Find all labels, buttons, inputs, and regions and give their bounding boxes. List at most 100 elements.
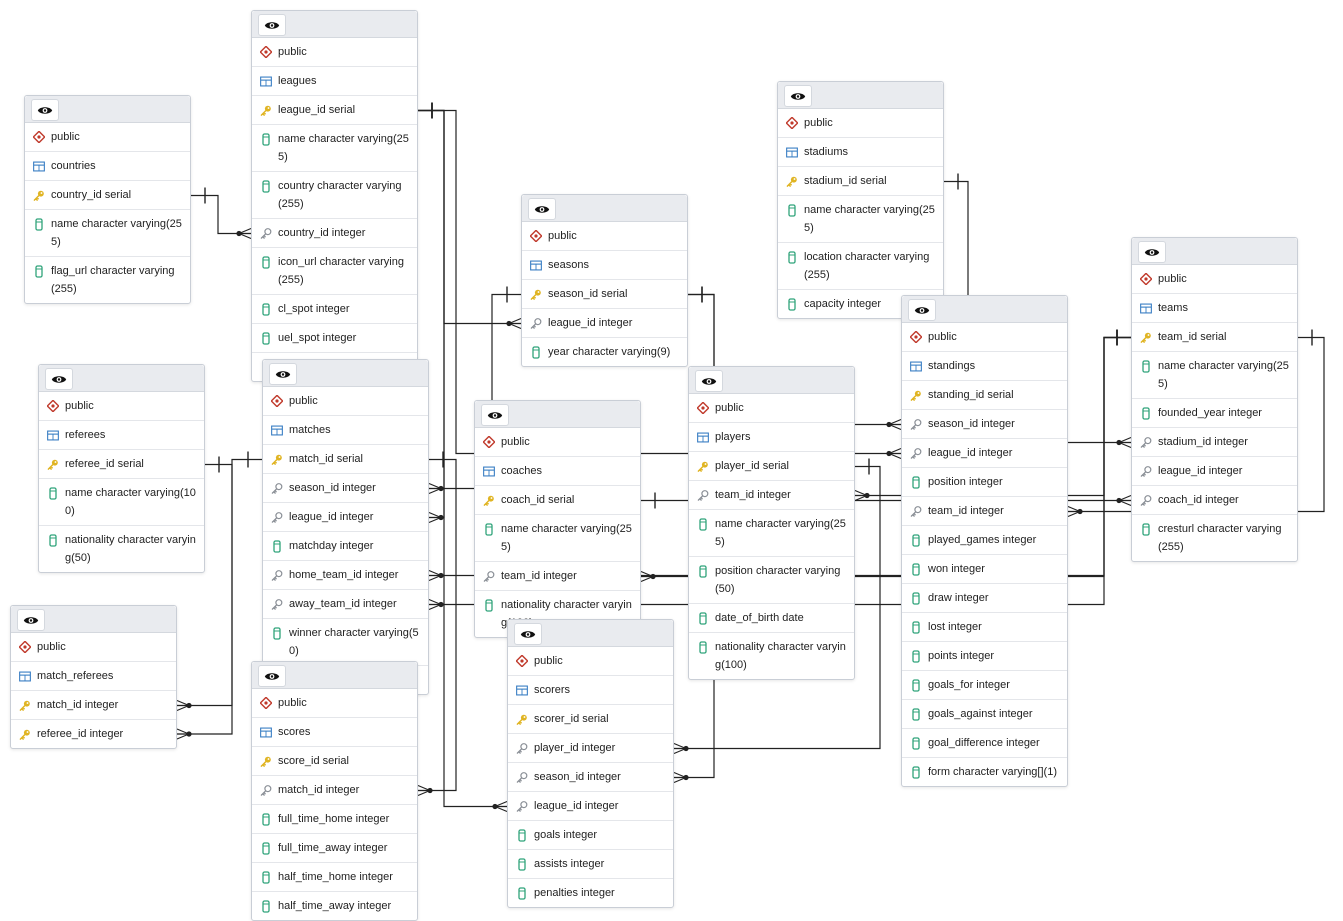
column-row[interactable]: uel_spot integer xyxy=(252,324,417,353)
schema-row[interactable]: public xyxy=(508,647,673,676)
column-row[interactable]: league_id integer xyxy=(263,503,428,532)
column-row[interactable]: league_id integer xyxy=(1132,457,1297,486)
column-row[interactable]: score_id serial xyxy=(252,747,417,776)
schema-row[interactable]: public xyxy=(522,222,687,251)
schema-row[interactable]: public xyxy=(25,123,190,152)
table-name-row[interactable]: teams xyxy=(1132,294,1297,323)
table-name-row[interactable]: scores xyxy=(252,718,417,747)
column-row[interactable]: country_id integer xyxy=(252,219,417,248)
column-row[interactable]: draw integer xyxy=(902,584,1067,613)
column-row[interactable]: coach_id integer xyxy=(1132,486,1297,515)
table-name-row[interactable]: seasons xyxy=(522,251,687,280)
column-row[interactable]: player_id serial xyxy=(689,452,854,481)
column-row[interactable]: name character varying(255) xyxy=(689,510,854,557)
column-row[interactable]: name character varying(100) xyxy=(39,479,204,526)
column-row[interactable]: cresturl character varying(255) xyxy=(1132,515,1297,561)
table-name-row[interactable]: standings xyxy=(902,352,1067,381)
schema-row[interactable]: public xyxy=(11,633,176,662)
column-row[interactable]: stadium_id serial xyxy=(778,167,943,196)
column-row[interactable]: home_team_id integer xyxy=(263,561,428,590)
table-name-row[interactable]: scorers xyxy=(508,676,673,705)
column-row[interactable]: coach_id serial xyxy=(475,486,640,515)
column-row[interactable]: goals_against integer xyxy=(902,700,1067,729)
column-row[interactable]: league_id integer xyxy=(522,309,687,338)
eye-icon[interactable] xyxy=(784,85,812,107)
column-row[interactable]: nationality character varying(100) xyxy=(689,633,854,679)
column-row[interactable]: referee_id integer xyxy=(11,720,176,748)
column-row[interactable]: position integer xyxy=(902,468,1067,497)
column-row[interactable]: team_id integer xyxy=(689,481,854,510)
schema-row[interactable]: public xyxy=(1132,265,1297,294)
column-row[interactable]: player_id integer xyxy=(508,734,673,763)
schema-row[interactable]: public xyxy=(39,392,204,421)
schema-row[interactable]: public xyxy=(263,387,428,416)
column-row[interactable]: played_games integer xyxy=(902,526,1067,555)
column-row[interactable]: team_id integer xyxy=(902,497,1067,526)
column-row[interactable]: flag_url character varying(255) xyxy=(25,257,190,303)
column-row[interactable]: full_time_away integer xyxy=(252,834,417,863)
column-row[interactable]: team_id serial xyxy=(1132,323,1297,352)
column-row[interactable]: season_id integer xyxy=(508,763,673,792)
column-row[interactable]: season_id integer xyxy=(263,474,428,503)
eye-icon[interactable] xyxy=(45,368,73,390)
eye-icon[interactable] xyxy=(269,363,297,385)
column-row[interactable]: winner character varying(50) xyxy=(263,619,428,666)
column-row[interactable]: away_team_id integer xyxy=(263,590,428,619)
column-row[interactable]: cl_spot integer xyxy=(252,295,417,324)
column-row[interactable]: name character varying(255) xyxy=(25,210,190,257)
column-row[interactable]: half_time_home integer xyxy=(252,863,417,892)
column-row[interactable]: date_of_birth date xyxy=(689,604,854,633)
table-name-row[interactable]: stadiums xyxy=(778,138,943,167)
column-row[interactable]: match_id integer xyxy=(11,691,176,720)
column-row[interactable]: location character varying(255) xyxy=(778,243,943,290)
eye-icon[interactable] xyxy=(17,609,45,631)
column-row[interactable]: nationality character varying(50) xyxy=(39,526,204,572)
column-row[interactable]: founded_year integer xyxy=(1132,399,1297,428)
table-name-row[interactable]: match_referees xyxy=(11,662,176,691)
table-name-row[interactable]: coaches xyxy=(475,457,640,486)
eye-icon[interactable] xyxy=(481,404,509,426)
column-row[interactable]: standing_id serial xyxy=(902,381,1067,410)
eye-icon[interactable] xyxy=(514,623,542,645)
column-row[interactable]: league_id serial xyxy=(252,96,417,125)
table-name-row[interactable]: referees xyxy=(39,421,204,450)
column-row[interactable]: goals_for integer xyxy=(902,671,1067,700)
column-row[interactable]: name character varying(255) xyxy=(252,125,417,172)
eye-icon[interactable] xyxy=(528,198,556,220)
schema-row[interactable]: public xyxy=(689,394,854,423)
column-row[interactable]: icon_url character varying(255) xyxy=(252,248,417,295)
column-row[interactable]: name character varying(255) xyxy=(475,515,640,562)
table-name-row[interactable]: players xyxy=(689,423,854,452)
column-row[interactable]: year character varying(9) xyxy=(522,338,687,366)
column-row[interactable]: half_time_away integer xyxy=(252,892,417,920)
column-row[interactable]: name character varying(255) xyxy=(778,196,943,243)
column-row[interactable]: season_id serial xyxy=(522,280,687,309)
column-row[interactable]: scorer_id serial xyxy=(508,705,673,734)
eye-icon[interactable] xyxy=(695,370,723,392)
column-row[interactable]: country_id serial xyxy=(25,181,190,210)
column-row[interactable]: assists integer xyxy=(508,850,673,879)
column-row[interactable]: match_id integer xyxy=(252,776,417,805)
column-row[interactable]: name character varying(255) xyxy=(1132,352,1297,399)
column-row[interactable]: league_id integer xyxy=(902,439,1067,468)
eye-icon[interactable] xyxy=(1138,241,1166,263)
column-row[interactable]: lost integer xyxy=(902,613,1067,642)
eye-icon[interactable] xyxy=(258,665,286,687)
column-row[interactable]: points integer xyxy=(902,642,1067,671)
schema-row[interactable]: public xyxy=(475,428,640,457)
table-name-row[interactable]: countries xyxy=(25,152,190,181)
table-name-row[interactable]: matches xyxy=(263,416,428,445)
eye-icon[interactable] xyxy=(31,99,59,121)
